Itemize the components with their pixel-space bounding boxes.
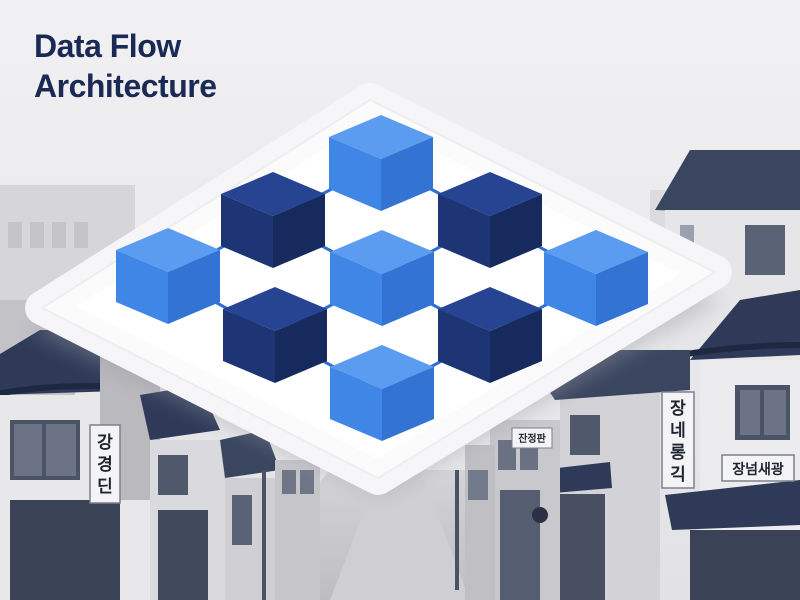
page-title: Data Flow Architecture	[34, 26, 217, 106]
title-line-2: Architecture	[34, 68, 217, 104]
sign-right-vertical: 장 네 롱 긱	[661, 391, 695, 489]
sign-right-char-2: 네	[670, 421, 686, 441]
sign-left-char-1: 강	[97, 433, 113, 453]
node-n1	[329, 115, 433, 211]
node-n7	[223, 287, 327, 383]
title-line-1: Data Flow	[34, 28, 181, 64]
node-n8	[438, 287, 542, 383]
sign-left-char-2: 경	[97, 455, 113, 475]
right-street-buildings	[455, 150, 800, 600]
sign-right-horizontal: 장넘새광	[721, 454, 795, 482]
sign-center-text: 잔정판	[518, 432, 546, 445]
sign-left-char-3: 딘	[97, 477, 113, 497]
diagram-nodes	[116, 115, 648, 441]
sign-right-char-4: 긱	[670, 465, 686, 485]
node-n5	[330, 230, 434, 326]
node-n9	[330, 345, 434, 441]
sign-center-small: 잔정판	[511, 427, 553, 449]
node-n3	[438, 172, 542, 268]
node-n6	[544, 230, 648, 326]
sign-right-horizontal-text: 장넘새광	[732, 461, 784, 478]
sign-right-char-3: 롱	[670, 443, 686, 463]
node-n4	[116, 228, 220, 324]
sign-right-char-1: 장	[670, 399, 686, 419]
node-n2	[221, 172, 325, 268]
sign-left-vertical: 강 경 딘	[89, 424, 121, 504]
